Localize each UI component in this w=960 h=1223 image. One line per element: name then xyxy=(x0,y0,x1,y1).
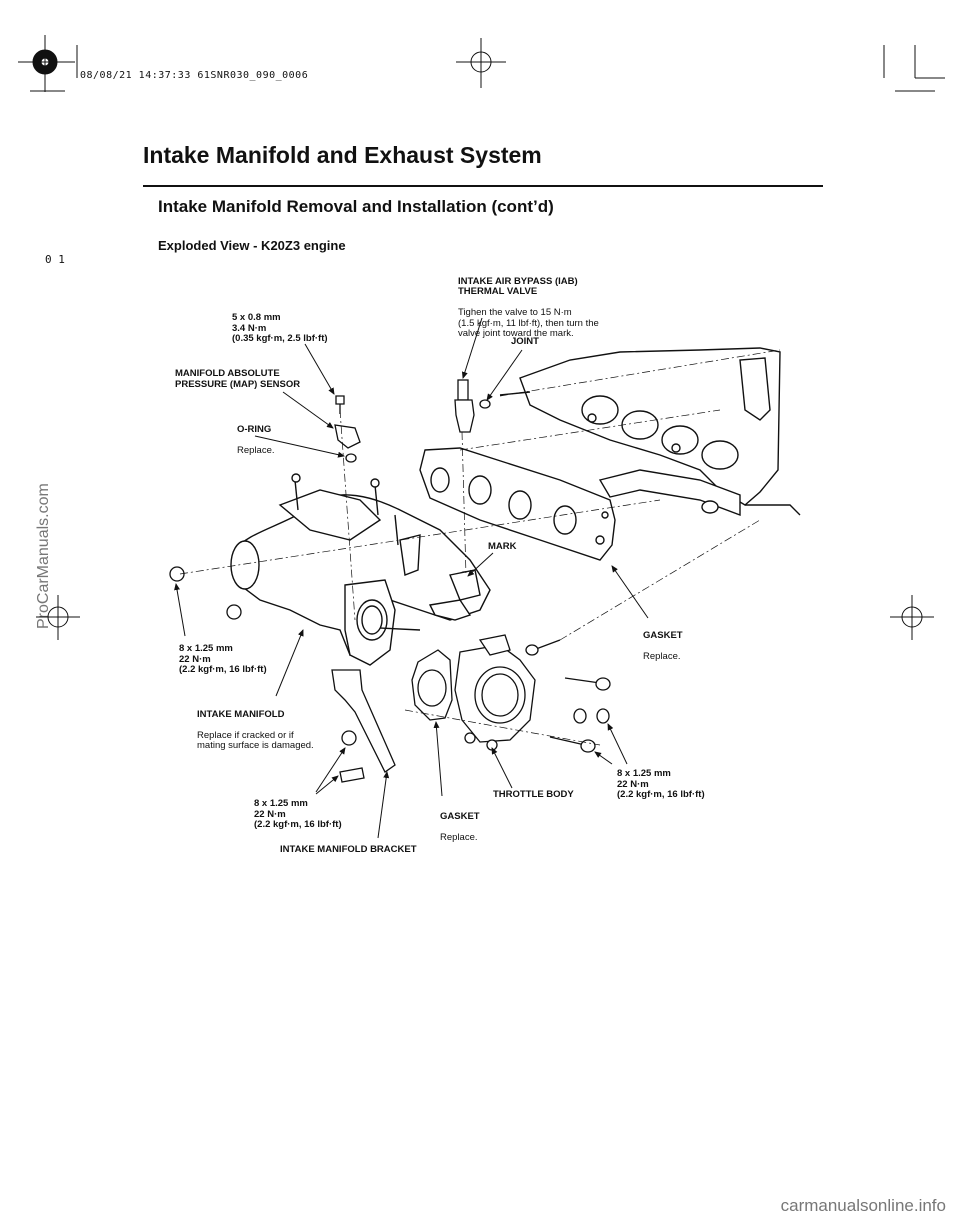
label-gasket-right-note: Replace. xyxy=(643,650,681,662)
label-gasket-throttle: GASKET Replace. xyxy=(440,801,510,843)
iab-thermal-valve xyxy=(454,379,491,433)
leader-lines xyxy=(174,317,649,839)
watermark-bottom: carmanualsonline.info xyxy=(780,1196,946,1215)
label-o-ring-note: Replace. xyxy=(237,444,275,456)
label-throttle-body: THROTTLE BODY xyxy=(493,789,574,800)
page-title: Intake Manifold and Exhaust System xyxy=(143,142,542,168)
throttle-body xyxy=(454,634,536,751)
gasket-throttle-body xyxy=(411,649,453,721)
label-iab-note: Tighen the valve to 15 N·m (1.5 kgf·m, 1… xyxy=(458,307,599,339)
label-gasket-right: GASKET Replace. xyxy=(643,620,713,662)
label-bolt-bracket: 8 x 1.25 mm 22 N·m (2.2 kgf·m, 16 lbf·ft… xyxy=(254,798,342,830)
label-gasket-tb-note: Replace. xyxy=(440,831,478,843)
label-intake-manifold: INTAKE MANIFOLD Replace if cracked or if… xyxy=(197,699,347,752)
label-intake-manifold-note: Replace if cracked or if mating surface … xyxy=(197,729,314,751)
label-gasket-tb-title: GASKET xyxy=(440,810,480,822)
intake-manifold xyxy=(230,473,491,666)
print-stamp: 08/08/21 14:37:33 61SNR030_090_0006 xyxy=(80,70,309,81)
label-bolt-small: 5 x 0.8 mm 3.4 N·m (0.35 kgf·m, 2.5 lbf·… xyxy=(232,312,328,344)
gasket-right xyxy=(419,447,616,561)
section-title: Intake Manifold Removal and Installation… xyxy=(158,197,554,216)
intake-manifold-bracket xyxy=(331,669,396,783)
label-intake-manifold-bracket: INTAKE MANIFOLD BRACKET xyxy=(280,844,417,855)
engine-block xyxy=(499,347,801,517)
nuts-left xyxy=(169,566,242,620)
bolts-right xyxy=(525,639,611,753)
label-intake-manifold-title: INTAKE MANIFOLD xyxy=(197,708,285,720)
label-map-sensor: MANIFOLD ABSOLUTE PRESSURE (MAP) SENSOR xyxy=(175,368,301,390)
label-o-ring-title: O-RING xyxy=(237,423,272,435)
title-rule xyxy=(143,185,823,187)
map-sensor xyxy=(334,395,361,463)
side-mark: 0 1 xyxy=(45,253,65,266)
label-o-ring: O-RING Replace. xyxy=(237,414,317,456)
label-iab-title: INTAKE AIR BYPASS (IAB) THERMAL VALVE xyxy=(458,275,578,297)
label-gasket-right-title: GASKET xyxy=(643,629,683,641)
alignment-lines xyxy=(179,349,781,746)
label-nut-left: 8 x 1.25 mm 22 N·m (2.2 kgf·m, 16 lbf·ft… xyxy=(179,643,267,675)
label-bolt-right: 8 x 1.25 mm 22 N·m (2.2 kgf·m, 16 lbf·ft… xyxy=(617,768,705,800)
diagram-subtitle: Exploded View - K20Z3 engine xyxy=(158,238,346,253)
registration-marks xyxy=(18,35,945,640)
label-mark: MARK xyxy=(488,541,517,552)
label-joint: JOINT xyxy=(511,336,539,347)
label-iab-thermal-valve: INTAKE AIR BYPASS (IAB) THERMAL VALVE Ti… xyxy=(458,266,638,340)
